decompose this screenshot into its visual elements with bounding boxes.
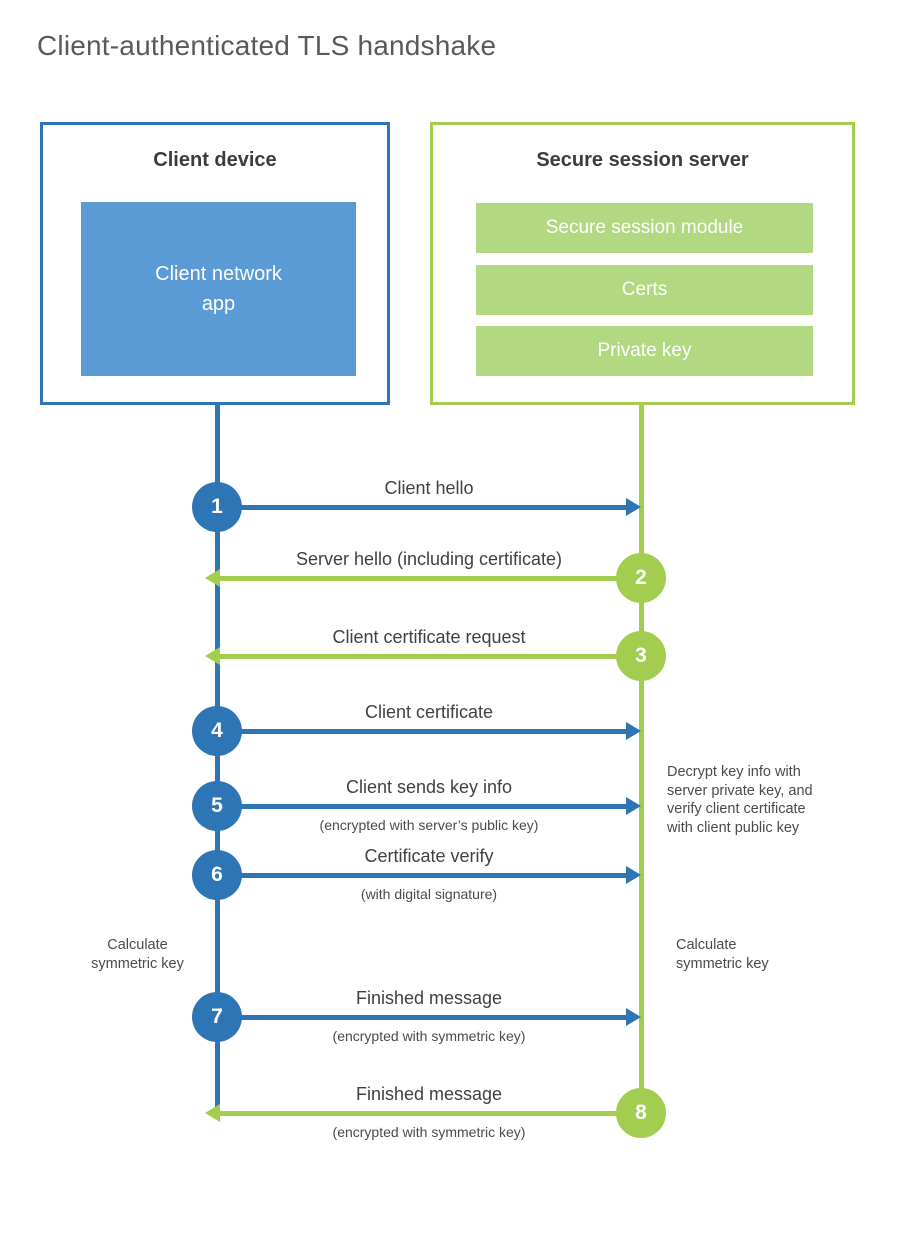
- step-label: Certificate verify: [364, 846, 494, 866]
- client-network-app-label: Client network app: [155, 263, 282, 315]
- arrow-left-icon: [205, 569, 220, 587]
- step-label: Client certificate: [364, 702, 494, 722]
- arrow-line: [220, 1111, 641, 1116]
- secure-session-server-box: Secure session server Secure session mod…: [430, 122, 855, 405]
- client-device-box: Client device Client network app: [40, 122, 390, 405]
- decrypt-key-info-note: Decrypt key info with server private key…: [667, 764, 813, 836]
- page-title: Client-authenticated TLS handshake: [37, 30, 497, 61]
- arrow-right-icon: [626, 498, 641, 516]
- arrow-line: [220, 654, 641, 659]
- arrow-line: [220, 576, 641, 581]
- step-number-badge: 8: [616, 1088, 666, 1138]
- arrow-line: [217, 804, 627, 809]
- server-lifeline: [639, 405, 644, 1115]
- arrow-right-icon: [626, 722, 641, 740]
- server-module-label: Private key: [597, 340, 692, 361]
- step-sublabel: (encrypted with symmetric key): [332, 1124, 526, 1140]
- arrow-left-icon: [205, 1104, 220, 1122]
- step-label: Client hello: [384, 478, 474, 498]
- arrow-right-icon: [626, 797, 641, 815]
- arrow-left-icon: [205, 647, 220, 665]
- step-number-badge: 7: [192, 992, 242, 1042]
- step-label: Server hello (including certificate): [295, 549, 563, 569]
- server-module-private-key: Private key: [476, 326, 813, 376]
- step-number-badge: 1: [192, 482, 242, 532]
- arrow-right-icon: [626, 866, 641, 884]
- arrow-right-icon: [626, 1008, 641, 1026]
- calculate-symmetric-key-server-note: Calculate symmetric key: [676, 937, 769, 972]
- step-sublabel: (encrypted with server’s public key): [319, 817, 539, 833]
- step-number-badge: 2: [616, 553, 666, 603]
- arrow-line: [217, 505, 627, 510]
- step-label: Finished message: [355, 988, 503, 1008]
- step-number-badge: 3: [616, 631, 666, 681]
- server-module-label: Secure session module: [545, 217, 744, 238]
- client-network-app-box: Client network app: [81, 202, 356, 376]
- server-module-label: Certs: [621, 279, 668, 300]
- client-device-heading: Client device: [153, 149, 277, 171]
- step-number-badge: 6: [192, 850, 242, 900]
- arrow-line: [217, 1015, 627, 1020]
- step-label: Finished message: [355, 1084, 503, 1104]
- server-module-certs: Certs: [476, 265, 813, 315]
- step-number-badge: 5: [192, 781, 242, 831]
- step-sublabel: (encrypted with symmetric key): [332, 1028, 526, 1044]
- arrow-line: [217, 729, 627, 734]
- step-number-badge: 4: [192, 706, 242, 756]
- client-lifeline: [215, 405, 220, 1115]
- step-sublabel: (with digital signature): [360, 886, 498, 902]
- secure-session-server-heading: Secure session server: [536, 149, 749, 171]
- step-label: Client sends key info: [345, 777, 513, 797]
- step-label: Client certificate request: [332, 627, 526, 647]
- calculate-symmetric-key-client-note: Calculate symmetric key: [91, 937, 184, 972]
- arrow-line: [217, 873, 627, 878]
- server-module-secure-session-module: Secure session module: [476, 203, 813, 253]
